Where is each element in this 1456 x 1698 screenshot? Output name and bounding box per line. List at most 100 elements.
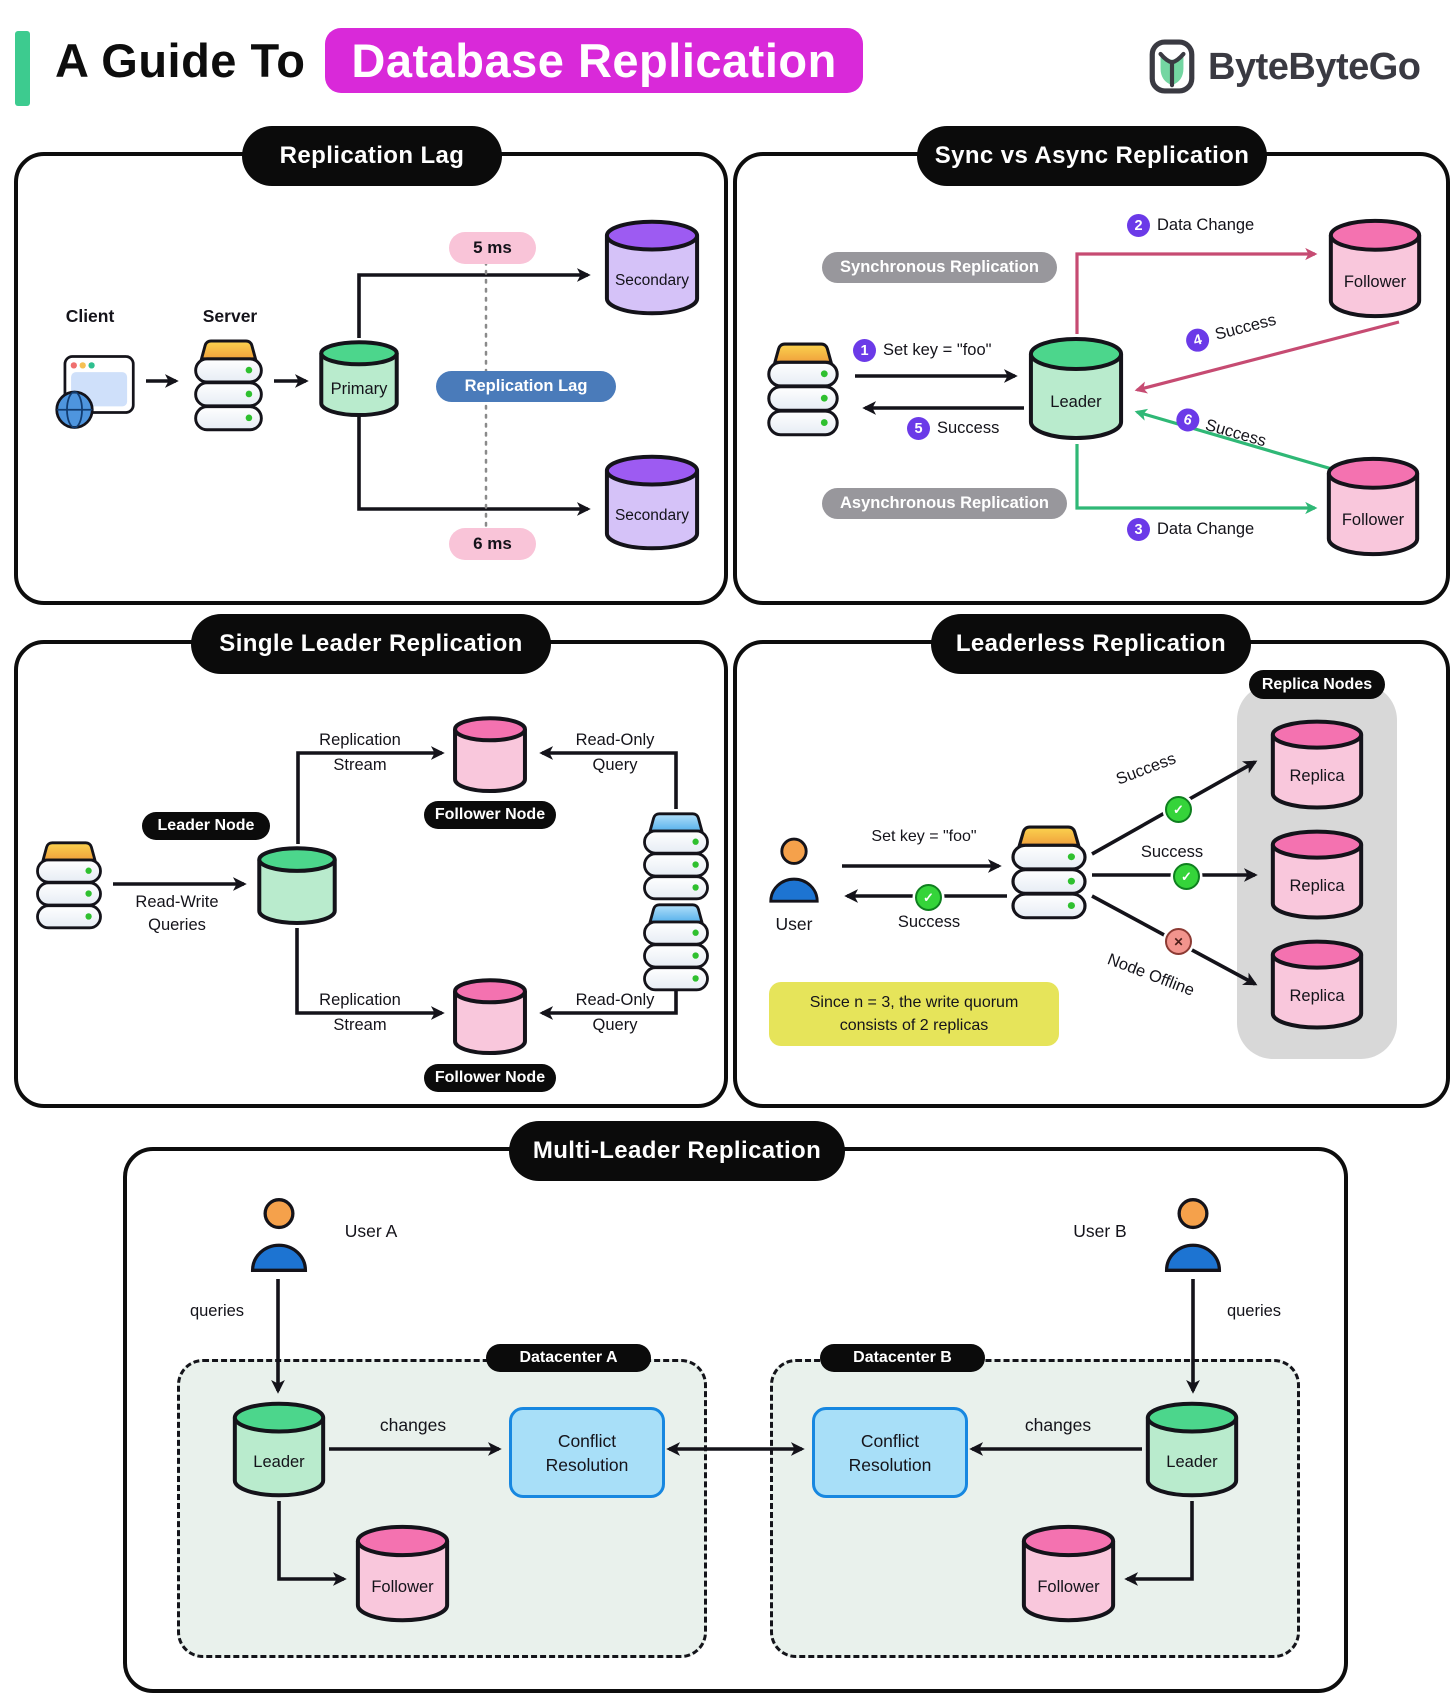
replication-bottom-line1: Replication	[319, 991, 401, 1009]
queries-a-label: queries	[189, 1302, 245, 1320]
bytebytego-icon	[1149, 39, 1195, 94]
follower-top-cylinder: Follower	[1327, 218, 1423, 320]
secondary-db-bottom-cylinder: Secondary	[603, 454, 701, 552]
step2-text: Data Change	[1157, 216, 1255, 234]
user-a-label: User A	[344, 1221, 398, 1241]
brand-logo: ByteByteGo	[1146, 38, 1421, 96]
user-a-icon	[246, 1195, 312, 1277]
lag-6ms-pill: 6 ms	[449, 528, 536, 560]
leader-db-label: Leader	[1050, 393, 1102, 412]
client-server-stack-icon	[765, 341, 841, 437]
replication-top-line1: Replication	[319, 731, 401, 749]
user-b-label: User B	[1073, 1221, 1127, 1241]
user-b-icon	[1160, 1195, 1226, 1277]
primary-db-cylinder: Primary	[318, 340, 400, 418]
follower-node-badge-top: Follower Node	[424, 801, 556, 829]
read-only-bottom-line1: Read-Only	[575, 991, 655, 1009]
sync-async-wires	[855, 247, 1400, 515]
replica1-cylinder: Replica	[1269, 719, 1365, 811]
read-only-bottom-line2: Query	[592, 1016, 638, 1034]
quorum-note: Since n = 3, the write quorum consists o…	[769, 982, 1059, 1046]
client-browser-icon	[54, 353, 136, 431]
read-write-line2: Queries	[148, 916, 206, 934]
step5-badge: 5	[907, 417, 930, 440]
panel-title-sync-async: Sync vs Async Replication	[917, 126, 1267, 186]
follower-top-cylinder	[452, 716, 528, 794]
replica3-cylinder: Replica	[1269, 939, 1365, 1031]
panel-title-multi-leader: Multi-Leader Replication	[509, 1121, 845, 1181]
changes-a-label: changes	[379, 1415, 447, 1435]
step2-label-group: 2 Data Change	[1127, 214, 1254, 237]
success-check-mid-icon: ✓	[1173, 863, 1200, 890]
conflict-b-line1: Conflict	[860, 1430, 920, 1451]
lag-5ms-pill: 5 ms	[449, 232, 536, 264]
page-title-prefix: A Guide To	[55, 34, 306, 87]
arrow-leader-b-follower	[1124, 1501, 1194, 1586]
leader-node-badge: Leader Node	[142, 812, 270, 840]
follower-b-label: Follower	[1037, 1577, 1100, 1596]
replication-top-line2: Stream	[333, 756, 387, 774]
step1-text: Set key = "foo"	[883, 341, 992, 359]
conflict-a-line1: Conflict	[557, 1430, 617, 1451]
quorum-note-line2: consists of 2 replicas	[839, 1017, 989, 1034]
read-only-top-line1: Read-Only	[575, 731, 655, 749]
follower-bottom-label: Follower	[1341, 510, 1405, 529]
success-mid-label: Success	[1140, 843, 1204, 861]
step3-badge: 3	[1127, 518, 1150, 541]
step1-badge: 1	[853, 339, 876, 362]
conflict-b-line2: Resolution	[848, 1454, 932, 1475]
follower-b-cylinder: Follower	[1020, 1524, 1117, 1624]
arrow-replication-stream-bottom	[295, 928, 445, 1020]
datacenter-b-badge: Datacenter B	[820, 1344, 985, 1372]
panel-title-leaderless: Leaderless Replication	[931, 614, 1251, 674]
replication-lag-badge: Replication Lag	[436, 371, 616, 402]
step1-label-group: 1 Set key = "foo"	[853, 339, 991, 362]
server-label: Server	[202, 306, 258, 326]
conflict-a-line2: Resolution	[545, 1454, 629, 1475]
arrow-primary-to-secondary-bottom	[357, 416, 591, 516]
datacenter-a-badge: Datacenter A	[486, 1344, 651, 1372]
secondary-db-top-cylinder: Secondary	[603, 219, 701, 317]
leader-b-label: Leader	[1166, 1453, 1218, 1472]
server-stack-icon	[192, 338, 265, 432]
primary-db-label: Primary	[330, 379, 388, 398]
follower-bottom-cylinder: Follower	[1325, 456, 1421, 558]
brand-name: ByteByteGo	[1208, 45, 1421, 88]
read-only-top-line2: Query	[592, 756, 638, 774]
arrow-leader-a-follower	[277, 1501, 347, 1586]
replica2-cylinder: Replica	[1269, 829, 1365, 921]
replication-bottom-line2: Stream	[333, 1016, 387, 1034]
step3-text: Data Change	[1157, 520, 1255, 538]
arrow-read-only-top	[539, 746, 678, 809]
follower-top-label: Follower	[1343, 272, 1407, 291]
step3-label-group: 3 Data Change	[1127, 518, 1254, 541]
replica2-label: Replica	[1289, 877, 1345, 896]
queries-b-label: queries	[1226, 1302, 1282, 1320]
leader-a-cylinder: Leader	[231, 1401, 327, 1499]
arrow-sync-data-change	[1075, 247, 1318, 334]
step5-label-group: 5 Success	[907, 417, 999, 440]
leader-b-cylinder: Leader	[1144, 1401, 1240, 1499]
panel-title-replication-lag: Replication Lag	[242, 126, 502, 186]
follower-node-badge-bottom: Follower Node	[424, 1064, 556, 1092]
panel-multi-leader: Multi-Leader Replication Datacenter A Da…	[123, 1121, 1348, 1693]
synchronous-badge: Synchronous Replication	[822, 252, 1057, 283]
follower-a-label: Follower	[371, 1577, 434, 1596]
success-check-top-icon: ✓	[1165, 796, 1192, 823]
coordinator-server-icon	[1009, 824, 1089, 920]
replica3-label: Replica	[1289, 987, 1345, 1006]
step2-badge: 2	[1127, 214, 1150, 237]
replica1-label: Replica	[1289, 767, 1345, 786]
secondary-db-top-label: Secondary	[614, 271, 690, 289]
arrow-async-data-change	[1075, 444, 1318, 515]
multi-leader-wires	[271, 1279, 1200, 1586]
leader-db-cylinder: Leader	[1027, 336, 1125, 442]
panel-leaderless: Leaderless Replication Replica Nodes Use…	[733, 614, 1450, 1108]
client-label: Client	[65, 306, 115, 326]
read-server-top-icon	[641, 811, 711, 901]
changes-b-label: changes	[1024, 1415, 1092, 1435]
read-write-line1: Read-Write	[135, 893, 219, 911]
step5-text: Success	[937, 419, 1000, 437]
user-label: User	[775, 914, 813, 934]
client-stack-icon	[34, 840, 104, 930]
